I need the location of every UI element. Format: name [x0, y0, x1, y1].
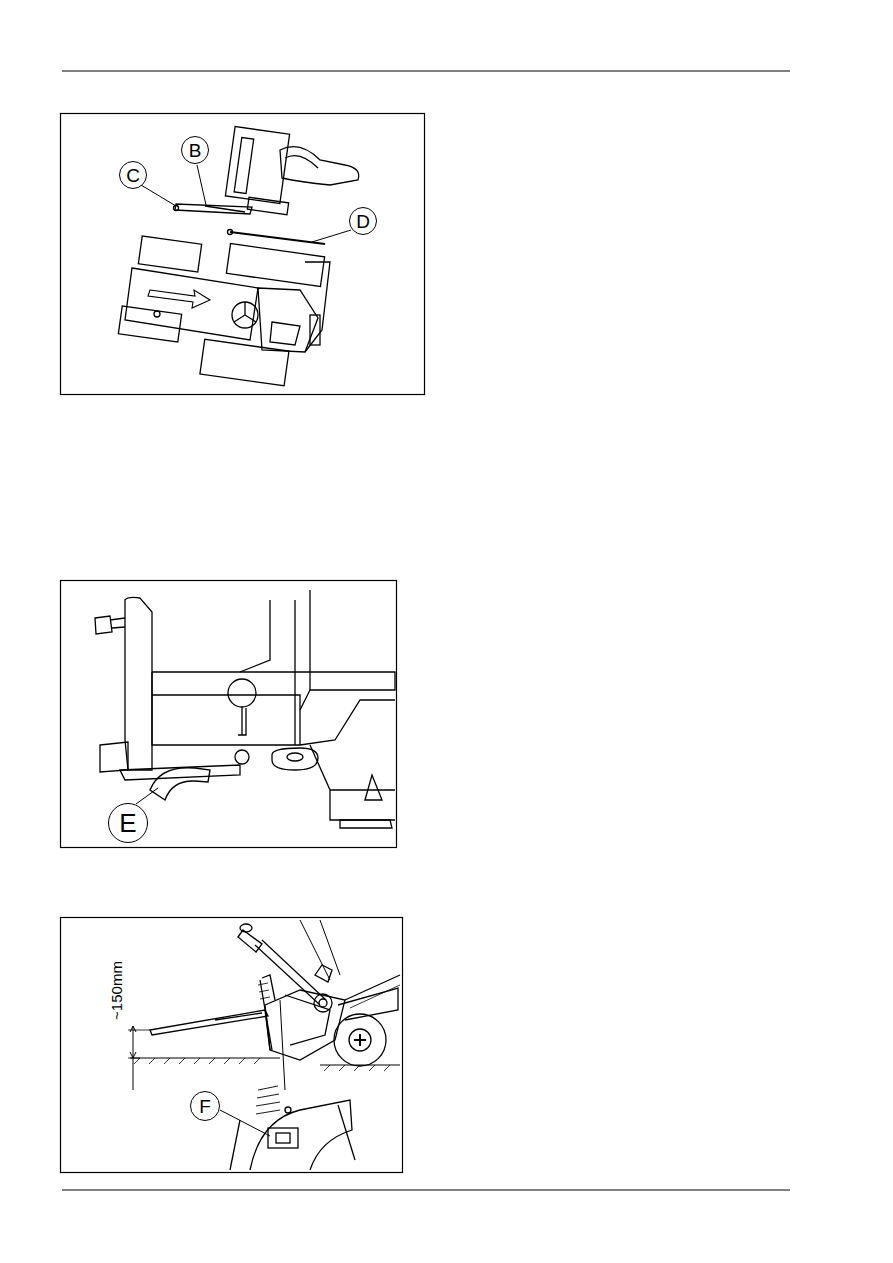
figure-frame — [61, 114, 425, 395]
callout-letter: C — [119, 161, 147, 189]
figure-frame — [61, 581, 397, 848]
callout-letter: D — [349, 207, 377, 235]
header-rule — [62, 71, 790, 72]
footer-rule — [62, 1190, 790, 1191]
callout-letter: F — [190, 1091, 220, 1121]
figure-frame — [61, 918, 403, 1173]
callout-letter: E — [108, 803, 148, 843]
callout-letter: B — [181, 136, 209, 164]
tractor-top-view — [118, 127, 358, 386]
frame-detail — [95, 590, 395, 828]
leader-lines — [136, 165, 351, 1136]
mower-side-view — [128, 920, 400, 1170]
dimension-label: ~150mm — [109, 959, 124, 1022]
